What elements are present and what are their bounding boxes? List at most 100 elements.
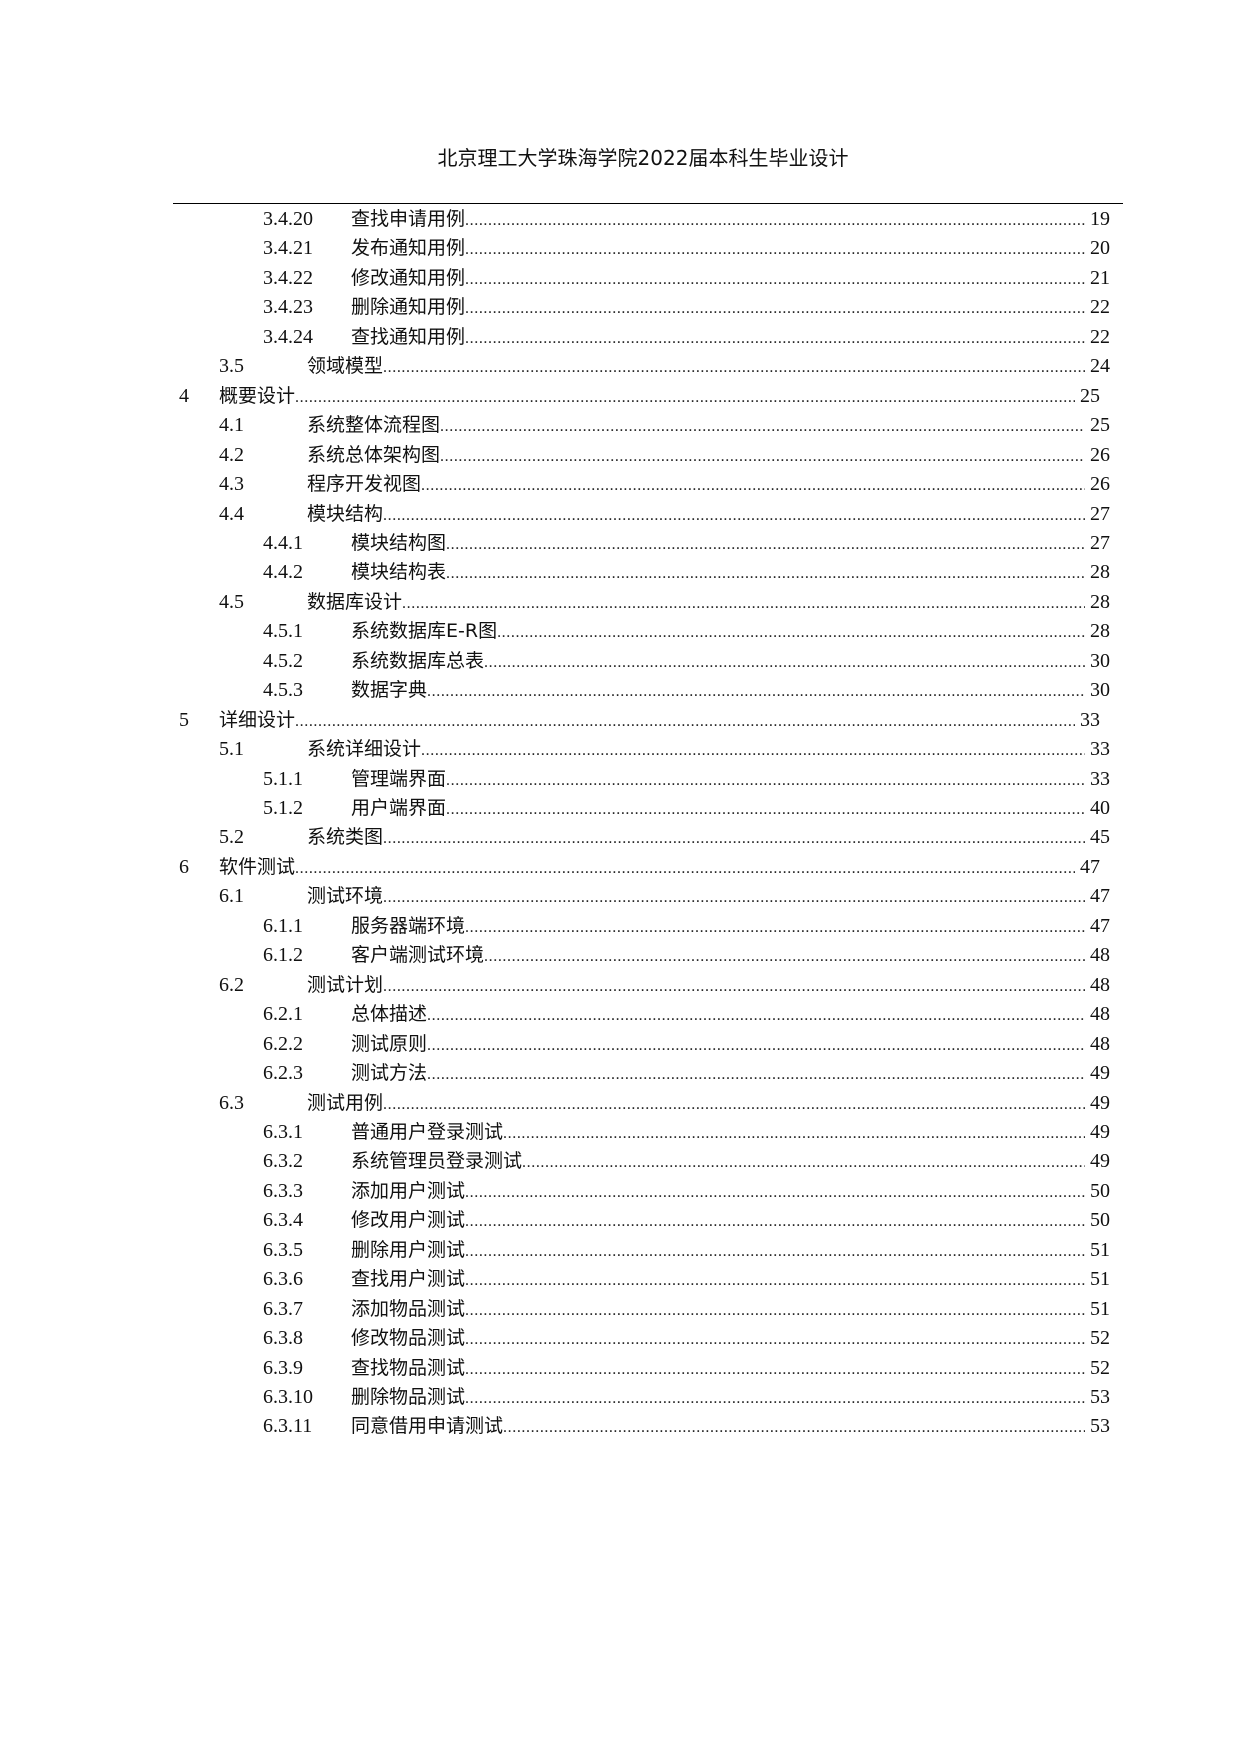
toc-entry-number: 4.1: [219, 414, 244, 437]
dot-leader: ........................................…: [503, 1419, 1085, 1437]
toc-entry-page: 49: [1090, 1091, 1110, 1114]
dot-leader: ........................................…: [465, 918, 1085, 936]
dot-leader: ........................................…: [383, 889, 1085, 907]
dot-leader: ........................................…: [465, 1390, 1085, 1407]
toc-entry[interactable]: 6.3 测试用例.................................…: [0, 1089, 1240, 1117]
toc-entry-number: 6.3.10: [263, 1386, 313, 1408]
toc-entry-title: 模块结构表: [351, 561, 447, 584]
dot-leader: ........................................…: [465, 212, 1085, 229]
toc-entry-page: 53: [1090, 1415, 1110, 1438]
toc-entry-page: 22: [1090, 325, 1110, 348]
toc-entry-page: 25: [1080, 384, 1100, 407]
dot-leader: ........................................…: [446, 535, 1085, 553]
toc-entry-page: 40: [1090, 797, 1110, 819]
toc-entry-number: 6.3.8: [263, 1327, 303, 1350]
toc-entry-title: 测试环境: [307, 885, 384, 908]
dot-leader: ........................................…: [484, 948, 1085, 966]
toc-entry-page: 25: [1090, 414, 1110, 437]
dot-leader: ........................................…: [427, 683, 1085, 701]
dot-leader: ........................................…: [465, 300, 1085, 318]
toc-entry-number: 3.4.21: [263, 237, 313, 260]
dot-leader: ........................................…: [383, 1095, 1085, 1113]
dot-leader: ........................................…: [427, 1036, 1085, 1054]
dot-leader: ........................................…: [497, 624, 1085, 642]
toc-entry-title: 删除通知用例: [351, 296, 466, 319]
toc-entry-title: 修改用户测试: [351, 1209, 466, 1232]
toc-entry-number: 6.3.6: [263, 1268, 303, 1291]
dot-leader: ........................................…: [383, 977, 1085, 995]
dot-leader: ........................................…: [465, 1242, 1085, 1260]
dot-leader: ........................................…: [446, 801, 1085, 818]
dot-leader: ........................................…: [295, 388, 1075, 406]
toc-entry-title: 系统数据库E-R图: [351, 620, 498, 643]
toc-entry-title: 测试计划: [307, 973, 384, 996]
toc-entry-number: 4.4.2: [263, 561, 303, 584]
header-rule: [173, 203, 1123, 204]
toc-entry-page: 48: [1090, 1032, 1110, 1055]
dot-leader: ........................................…: [427, 1007, 1085, 1025]
toc-entry-number: 5.1: [219, 738, 244, 761]
dot-leader: ........................................…: [522, 1154, 1085, 1172]
toc-entry-title: 用户端界面: [351, 797, 447, 819]
toc-entry-title: 添加用户测试: [351, 1179, 466, 1202]
dot-leader: ........................................…: [383, 830, 1085, 848]
dot-leader: ........................................…: [465, 1331, 1085, 1349]
dot-leader: ........................................…: [465, 1213, 1085, 1231]
dot-leader: ........................................…: [465, 1360, 1085, 1378]
toc-entry-page: 28: [1090, 620, 1110, 643]
toc-entry-number: 6.2: [219, 973, 244, 996]
toc-entry-number: 6.3: [219, 1091, 244, 1114]
toc-entry-page: 33: [1090, 767, 1110, 790]
toc-entry-title: 测试方法: [351, 1062, 428, 1085]
toc-entry-title: 领域模型: [307, 355, 384, 378]
toc-entry-title: 测试用例: [307, 1091, 384, 1114]
toc-entry-title: 普通用户登录测试: [351, 1120, 504, 1143]
toc-entry-page: 28: [1090, 561, 1110, 584]
toc-entry-number: 6: [179, 855, 189, 878]
toc-entry-page: 45: [1090, 826, 1110, 849]
dot-leader: ........................................…: [465, 1183, 1085, 1201]
toc-entry[interactable]: 6.2 测试计划.................................…: [0, 971, 1240, 999]
toc-entry-page: 48: [1090, 944, 1110, 967]
